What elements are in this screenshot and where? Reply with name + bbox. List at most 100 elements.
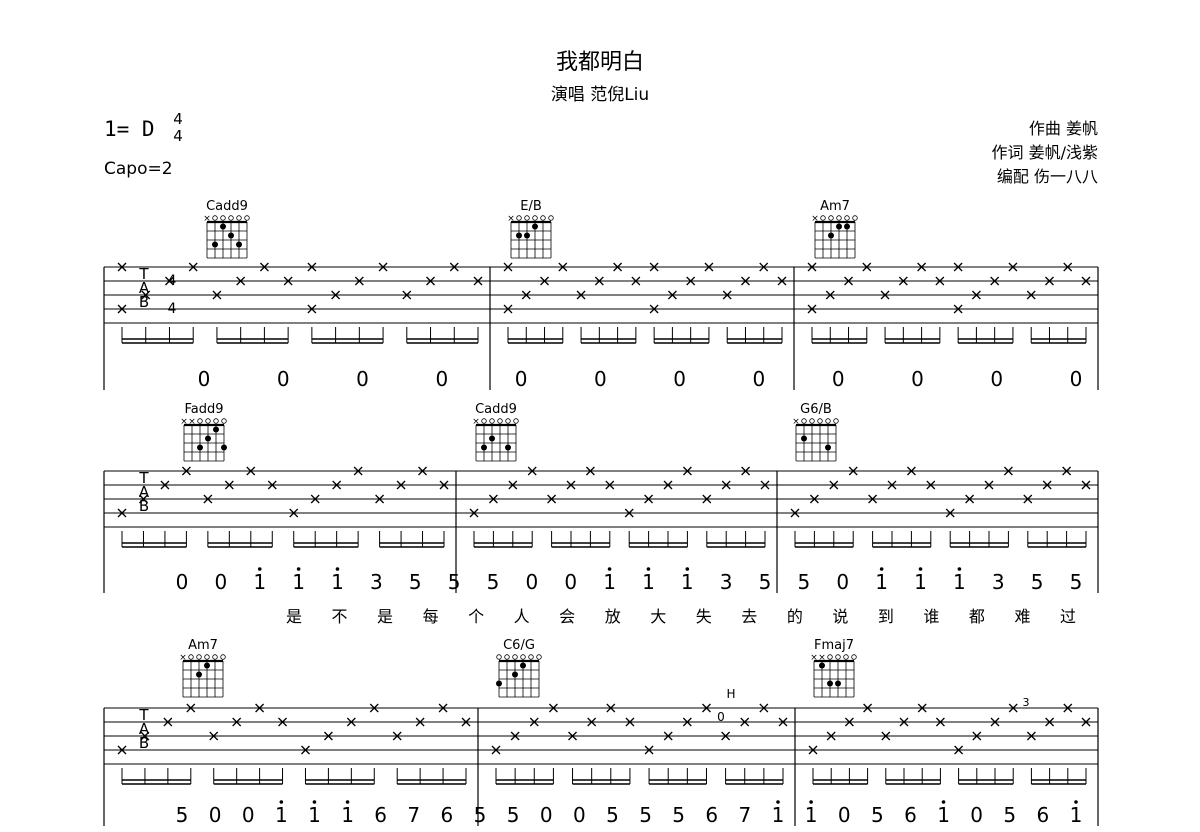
jianpu-octave-dot [296, 567, 301, 571]
jianpu-note: 5 [798, 570, 811, 594]
chord-finger-dot [512, 671, 518, 678]
tab-note-x [140, 731, 150, 741]
tab-note-x [547, 494, 557, 504]
tab-clef-letter: B [139, 293, 149, 311]
jianpu-note: 5 [176, 803, 189, 827]
tab-note-x [181, 466, 191, 476]
tab-note-x [741, 466, 751, 476]
chord-open-mark [244, 215, 250, 221]
chord-finger-dot [532, 223, 538, 230]
jianpu-note: 6 [1037, 803, 1050, 827]
chord-finger-dot [835, 680, 841, 687]
tab-note-x [510, 731, 520, 741]
jianpu-note: 0 [594, 367, 607, 391]
jianpu-note: 3 [992, 570, 1005, 594]
chord-name: Cadd9 [475, 402, 517, 417]
tab-note-x [649, 304, 659, 314]
tab-clef-letter: T [138, 706, 149, 724]
tab-note-x [1045, 717, 1055, 727]
tab-note-x [848, 466, 858, 476]
chord-finger-dot [496, 680, 502, 687]
time-signature: 4 4 [170, 112, 186, 146]
tab-note-x [649, 262, 659, 272]
tab-note-x [488, 494, 498, 504]
chord-open-mark [213, 418, 219, 424]
tab-note-x [1026, 731, 1036, 741]
tab-note-x [954, 745, 964, 755]
tab-note-x [246, 466, 256, 476]
tab-note-x [663, 480, 673, 490]
tab-note-x [760, 480, 770, 490]
tab-note-x [117, 262, 127, 272]
tab-note-x [965, 494, 975, 504]
chord-name: C6/G [503, 638, 535, 653]
chord-open-mark [809, 418, 815, 424]
lyric-char: 谁 [923, 607, 939, 626]
chord-open-mark [220, 654, 226, 660]
chord-open-mark [205, 418, 211, 424]
chord-finger-dot [801, 435, 807, 442]
tab-fret-number: 0 [717, 710, 725, 724]
tab-note-x [529, 717, 539, 727]
jianpu-note: 6 [374, 803, 387, 827]
tab-note-x [721, 480, 731, 490]
tab-note-x [863, 703, 873, 713]
chord-open-mark [540, 215, 546, 221]
chord-finger-dot [819, 662, 825, 669]
jianpu-note: 0 [209, 803, 222, 827]
lyric-char: 是 [286, 607, 302, 626]
tab-note-x [1081, 276, 1091, 286]
lyric-char: 放 [605, 607, 621, 626]
lyric-char: 每 [423, 607, 439, 626]
jianpu-note: 6 [904, 803, 917, 827]
jianpu-note: 7 [407, 803, 420, 827]
tab-note-x [809, 494, 819, 504]
chord-finger-dot [228, 232, 234, 239]
tab-note-x [491, 745, 501, 755]
jianpu-note: 0 [911, 367, 924, 391]
tab-note-x [503, 262, 513, 272]
tab-note-x [807, 304, 817, 314]
tab-note-x [631, 276, 641, 286]
tab-note-x [702, 703, 711, 713]
chord-name: Fadd9 [184, 402, 223, 417]
jianpu-octave-dot [685, 567, 690, 571]
tab-note-x [740, 717, 750, 727]
tab-note-x [686, 276, 696, 286]
chord-open-mark [820, 215, 826, 221]
jianpu-note: 1 [1070, 803, 1083, 827]
jianpu-note: 1 [875, 570, 888, 594]
chord-name: Cadd9 [206, 199, 248, 214]
chord-finger-dot [825, 444, 831, 451]
jianpu-note: 1 [772, 803, 785, 827]
jianpu-note: 0 [832, 367, 845, 391]
tab-note-x [935, 276, 945, 286]
tab-note-x [540, 276, 549, 286]
chord-finger-dot [220, 223, 226, 230]
tab-note-x [825, 290, 835, 300]
tab-note-x [585, 466, 595, 476]
jianpu-note: 0 [970, 803, 983, 827]
jianpu-note: 0 [838, 803, 851, 827]
chord-open-mark [236, 215, 242, 221]
chord-open-mark [833, 418, 839, 424]
chord-finger-dot [520, 662, 526, 669]
chord-finger-dot [828, 232, 834, 239]
jianpu-note: 7 [739, 803, 752, 827]
chord-open-mark [220, 215, 226, 221]
chord-mute-mark: × [810, 653, 818, 663]
chord-finger-dot [212, 241, 218, 248]
tab-note-x [829, 480, 839, 490]
chord-open-mark [496, 654, 502, 660]
chord-open-mark [532, 215, 538, 221]
jianpu-note: 6 [441, 803, 454, 827]
chord-name: Fmaj7 [814, 638, 854, 653]
jianpu-octave-dot [941, 800, 946, 804]
jianpu-note: 1 [603, 570, 616, 594]
tab-note-x [990, 717, 1000, 727]
lyric-char: 过 [1060, 607, 1076, 626]
tab-note-x [862, 262, 872, 272]
chord-open-mark [188, 654, 194, 660]
tab-note-x [972, 731, 982, 741]
chord-open-mark [212, 654, 218, 660]
